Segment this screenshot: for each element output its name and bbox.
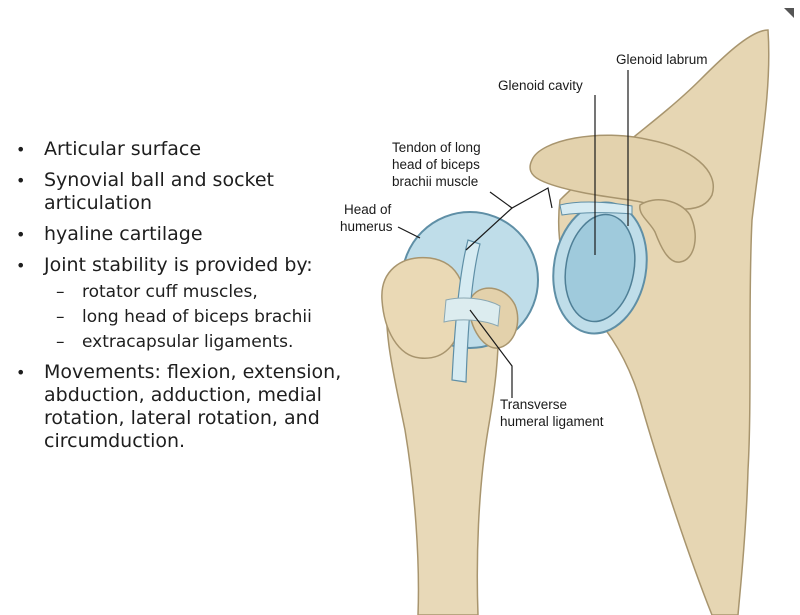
bullet-text: hyaline cartilage — [44, 223, 203, 245]
bullet-text: Articular surface — [44, 138, 202, 160]
label-tendon-line1: Tendon of long — [392, 140, 481, 155]
label-head-line1: Head of — [344, 202, 392, 217]
label-transverse-line1: Transverse — [500, 397, 567, 412]
label-transverse-line2: humeral ligament — [500, 414, 604, 429]
label-tendon-line2: head of biceps — [392, 157, 480, 172]
corner-mark-icon — [784, 8, 794, 18]
bullet-text: Joint stability is provided by: — [44, 254, 313, 276]
label-glenoid-labrum: Glenoid labrum — [616, 52, 708, 67]
sub-bullet-list: rotator cuff muscles, long head of bicep… — [44, 281, 344, 353]
label-head-line2: humerus — [340, 219, 393, 234]
acromion — [529, 134, 715, 210]
leader-tendon-lower — [465, 207, 513, 251]
leader-head-humerus — [397, 226, 421, 239]
sub-bullet-item: long head of biceps brachii — [44, 306, 344, 328]
bullet-text: Movements: flexion, extension, abduction… — [44, 361, 342, 452]
sub-bullet-text: rotator cuff muscles, — [82, 282, 258, 302]
leader-tendon — [489, 187, 553, 209]
bullet-item: Movements: flexion, extension, abduction… — [14, 361, 344, 453]
label-glenoid-cavity: Glenoid cavity — [498, 78, 583, 93]
leader-transverse — [469, 309, 513, 398]
sub-bullet-item: extracapsular ligaments. — [44, 331, 344, 353]
sub-bullet-text: extracapsular ligaments. — [82, 332, 294, 352]
bullet-item: Synovial ball and socket articulation — [14, 169, 344, 215]
biceps-tendon-upper — [559, 201, 633, 216]
bullet-item: hyaline cartilage — [14, 223, 344, 246]
bullet-text: Synovial ball and socket articulation — [44, 169, 274, 214]
sub-bullet-text: long head of biceps brachii — [82, 307, 312, 327]
label-tendon-line3: brachii muscle — [392, 174, 478, 189]
humerus-shaft — [385, 289, 500, 615]
sub-bullet-item: rotator cuff muscles, — [44, 281, 344, 303]
bullet-item: Joint stability is provided by: rotator … — [14, 254, 344, 353]
glenoid-cavity — [564, 213, 636, 323]
coracoid-process — [639, 199, 696, 263]
bullet-item: Articular surface — [14, 138, 344, 161]
bullet-list: Articular surface Synovial ball and sock… — [14, 138, 344, 461]
